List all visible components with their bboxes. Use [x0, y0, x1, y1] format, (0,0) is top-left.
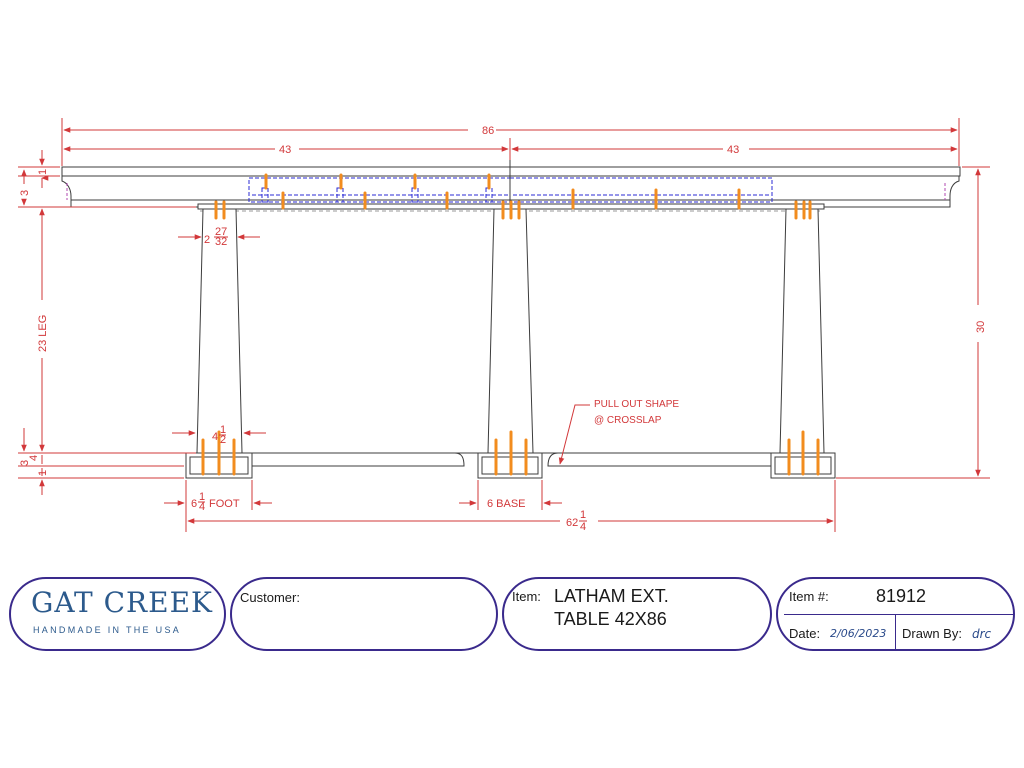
dimension-lines [18, 118, 990, 532]
title-block-divider-v [895, 614, 896, 651]
dim-foot-width-whole: 6 [191, 498, 197, 510]
right-leg [779, 208, 825, 454]
dim-leg-bottom-num: 1 [220, 424, 226, 436]
logo-tagline: HANDMADE IN THE USA [33, 625, 182, 635]
dim-top-thickness: 1 [37, 169, 49, 175]
item-number-value: 81912 [876, 586, 927, 606]
dim-leg-bottom-den: 2 [220, 434, 226, 446]
note-pull-out-line1: PULL OUT SHAPE [594, 399, 679, 410]
dim-overall-height: 30 [975, 321, 987, 333]
dim-apron-height: 3 [19, 190, 31, 196]
dim-half-left: 43 [279, 144, 291, 156]
dim-leg-top-num: 27 [215, 226, 227, 238]
item-label: Item: [512, 589, 541, 604]
logo-name: GAT CREEK [31, 586, 213, 619]
dim-base-span-num: 1 [580, 509, 586, 521]
logo-box [9, 577, 226, 651]
customer-label: Customer: [240, 590, 300, 605]
fasteners [201, 173, 820, 476]
item-name-line2: TABLE 42X86 [554, 609, 667, 629]
dim-foot-width-num: 1 [199, 491, 205, 503]
dim-foot-width-den: 4 [199, 501, 205, 513]
center-leg [487, 208, 534, 454]
item-box [502, 577, 772, 651]
dim-base-span-den: 4 [580, 521, 586, 533]
date-label: Date: [789, 626, 821, 641]
dim-foot-height-extra: 1 [37, 470, 49, 476]
dim-leg-top-den: 32 [215, 236, 227, 248]
apron-end-marks [66, 183, 946, 200]
dim-base-span-whole: 62 [566, 517, 578, 529]
note-pull-out-line2: @ CROSSLAP [594, 415, 662, 426]
item-number-label: Item #: [789, 589, 829, 604]
dim-overall-length: 86 [482, 125, 494, 137]
dim-leg-top-whole: 2 [204, 234, 210, 246]
base-rail [197, 452, 824, 467]
dim-half-right: 43 [727, 144, 739, 156]
title-block-divider-h [784, 614, 1014, 615]
dim-foot-width-suffix: FOOT [209, 498, 240, 510]
dim-leg-height: 23 LEG [37, 315, 49, 352]
legs [196, 208, 825, 454]
drawn-by-label: Drawn By: [902, 626, 962, 641]
dim-base-width: 6 BASE [487, 498, 526, 510]
date-value: 2/06/2023 [830, 627, 887, 640]
dim-leg-bottom-whole: 4 [212, 431, 218, 443]
item-name-line1: LATHAM EXT. [554, 586, 669, 606]
dim-foot-height-num: 3 [19, 460, 31, 466]
dim-foot-height-den: 4 [28, 455, 40, 461]
customer-box [230, 577, 498, 651]
drawn-by-value: drc [972, 627, 992, 641]
